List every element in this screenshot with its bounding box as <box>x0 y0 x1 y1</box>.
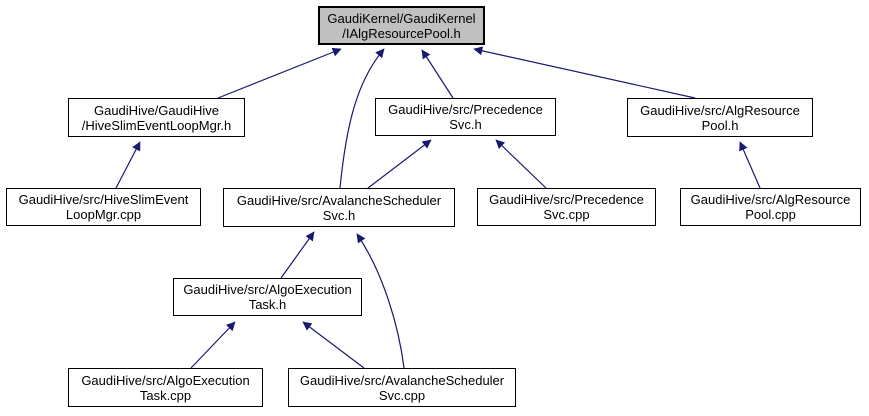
node-label-line2: Pool.cpp <box>745 207 796 222</box>
node-hiveslimeventloopmgr-cpp[interactable]: GaudiHive/src/HiveSlimEvent LoopMgr.cpp <box>6 188 201 226</box>
node-label-line2: Task.cpp <box>139 387 192 403</box>
node-label-line2: Svc.cpp <box>543 207 590 222</box>
edge-precedencesvc-h-to-ialgresourcepool-h <box>421 49 454 99</box>
edge-algoexectask-h-to-avalanchesvc-h <box>280 231 315 279</box>
edge-hiveslim-h-to-ialgresourcepool-h <box>217 47 342 99</box>
node-label-line1: GaudiHive/src/HiveSlimEvent <box>18 192 189 207</box>
node-label-line1: GaudiHive/src/AvalancheScheduler <box>236 192 442 208</box>
node-avalancheschedulersvc-cpp[interactable]: GaudiHive/src/AvalancheScheduler Svc.cpp <box>288 368 516 407</box>
node-algresourcepool-h[interactable]: GaudiHive/src/AlgResource Pool.h <box>627 98 813 137</box>
node-avalancheschedulersvc-h[interactable]: GaudiHive/src/AvalancheScheduler Svc.h <box>223 188 455 227</box>
node-label-line2: Svc.cpp <box>378 387 426 403</box>
node-algoexecutiontask-h[interactable]: GaudiHive/src/AlgoExecution Task.h <box>173 278 362 316</box>
node-algoexecutiontask-cpp[interactable]: GaudiHive/src/AlgoExecution Task.cpp <box>68 368 263 407</box>
edge-algresourcepool-h-to-ialgresourcepool-h <box>473 46 696 99</box>
node-label-line1: GaudiHive/src/Precedence <box>388 102 543 117</box>
edge-avalanchesvc-cpp-to-avalanchesvc-h <box>356 233 405 369</box>
node-algresourcepool-cpp[interactable]: GaudiHive/src/AlgResource Pool.cpp <box>680 188 861 226</box>
node-ialgresourcepool-h: GaudiKernel/GaudiKernel /IAlgResourcePoo… <box>318 6 485 45</box>
node-label-line1: GaudiHive/src/Precedence <box>489 192 644 207</box>
node-label-line1: GaudiHive/GaudiHive <box>93 102 219 118</box>
node-hiveslimeventloopmgr-h[interactable]: GaudiHive/GaudiHive /HiveSlimEventLoopMg… <box>68 98 245 137</box>
edge-hiveslim-cpp-to-hiveslim-h <box>115 141 141 189</box>
edge-algresourcepool-cpp-to-algresourcepool-h <box>739 141 761 189</box>
node-precedencesvc-h[interactable]: GaudiHive/src/Precedence Svc.h <box>375 98 556 136</box>
node-label-line2: /IAlgResourcePool.h <box>342 25 461 41</box>
node-label-line1: GaudiHive/src/AlgoExecution <box>81 372 250 388</box>
node-label-line1: GaudiHive/src/AlgResource <box>640 102 800 118</box>
node-label-line1: GaudiHive/src/AvalancheScheduler <box>299 372 505 388</box>
node-label-line2: Svc.h <box>449 117 482 132</box>
node-label-line2: Task.h <box>248 297 287 312</box>
node-precedencesvc-cpp[interactable]: GaudiHive/src/Precedence Svc.cpp <box>477 188 656 226</box>
node-label-line2: /HiveSlimEventLoopMgr.h <box>81 117 232 133</box>
node-label-line2: LoopMgr.cpp <box>65 207 142 222</box>
node-label-line2: Svc.h <box>322 207 356 223</box>
node-label-line1: GaudiKernel/GaudiKernel <box>327 10 476 26</box>
node-label-line1: GaudiHive/src/AlgResource <box>690 192 851 207</box>
edge-avalanchesvc-h-to-precedencesvc-h <box>367 139 432 189</box>
node-label-line2: Pool.h <box>701 117 739 133</box>
node-label-line1: GaudiHive/src/AlgoExecution <box>183 282 352 297</box>
edge-algoexectask-cpp-to-algoexectask-h <box>190 321 236 369</box>
edge-precedencesvc-cpp-to-precedencesvc-h <box>495 139 547 189</box>
edge-avalanchesvc-cpp-to-algoexectask-h <box>302 321 365 369</box>
